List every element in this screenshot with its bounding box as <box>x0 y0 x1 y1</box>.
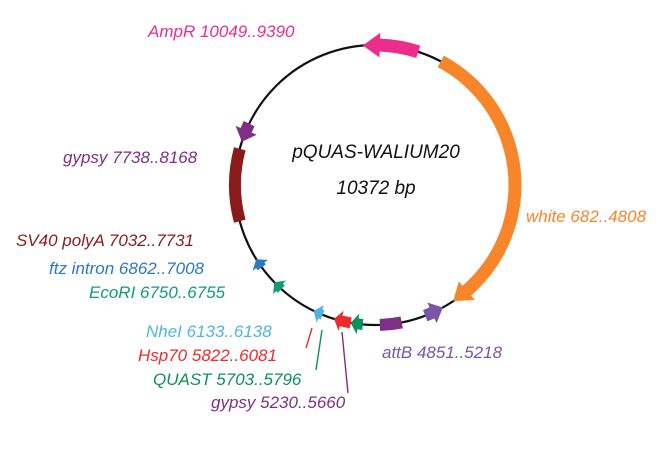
feature-label-attb: attB 4851..5218 <box>382 343 503 362</box>
feature-label-ftz: ftz intron 6862..7008 <box>49 259 205 278</box>
connector-line-gypsy1 <box>341 331 349 394</box>
feature-arc-white <box>437 55 522 302</box>
feature-arc-sv40 <box>229 147 246 223</box>
feature-arc-gypsy2 <box>235 120 257 142</box>
feature-label-gypsy1: gypsy 5230..5660 <box>211 393 346 412</box>
feature-arc-nhei <box>313 305 325 323</box>
feature-arc-ecori <box>273 280 286 295</box>
feature-arc-ampr <box>362 32 421 59</box>
feature-arc-attb <box>423 302 443 324</box>
feature-label-gypsy2: gypsy 7738..8168 <box>63 148 198 167</box>
feature-arcs <box>229 32 522 335</box>
connector-line-hsp70 <box>305 327 313 349</box>
plasmid-name: pQUAS-WALIUM20 <box>291 142 460 163</box>
feature-label-ecori: EcoRI 6750..6755 <box>89 283 226 302</box>
feature-arc-gypsy1 <box>379 316 403 331</box>
connector-line-quast <box>315 329 323 371</box>
feature-label-hsp70: Hsp70 5822..6081 <box>138 346 277 365</box>
feature-arc-hsp70 <box>334 310 352 331</box>
plasmid-size: 10372 bp <box>336 178 415 199</box>
feature-label-quast: QUAST 5703..5796 <box>153 370 302 389</box>
feature-label-sv40: SV40 polyA 7032..7731 <box>16 231 194 250</box>
feature-label-white: white 682..4808 <box>526 207 647 226</box>
feature-arc-quast <box>350 313 364 335</box>
feature-label-ampr: AmpR 10049..9390 <box>147 22 295 41</box>
feature-arc-ftz <box>252 259 269 271</box>
feature-label-nhei: NheI 6133..6138 <box>146 322 272 341</box>
